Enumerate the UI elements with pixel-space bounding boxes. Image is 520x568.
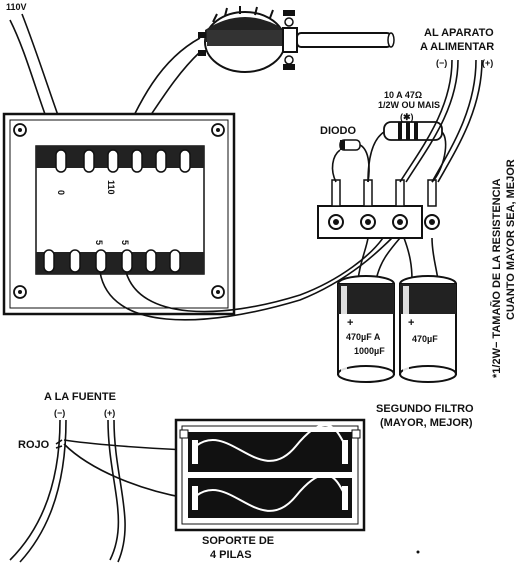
resistor-value-2: 1/2W OU MAIS [378, 100, 440, 110]
mains-voltage-label: 110V [6, 2, 27, 12]
cap1-value-1: 470µF A [346, 332, 381, 342]
source-neg: (−) [54, 408, 65, 418]
holder-label-2: 4 PILAS [210, 549, 252, 561]
battery-wires [9, 419, 187, 563]
tap-label-110: 110 [106, 180, 116, 195]
second-filter-2: (MAYOR, MEJOR) [380, 417, 473, 429]
cap1-plus: + [347, 317, 353, 329]
side-note-2: CUANTO MAYOR SEA, MEJOR [505, 159, 517, 320]
terminal-strip [317, 179, 440, 239]
source-pos: (+) [104, 408, 115, 418]
red-wire-label: ROJO [18, 439, 50, 451]
tap-label-5a: 5 [94, 240, 104, 245]
diode [331, 139, 370, 183]
capacitor-2 [399, 275, 457, 383]
tap-label-0: 0 [56, 190, 66, 195]
potentiometer [198, 6, 395, 73]
resistor [367, 121, 447, 183]
cap2-plus: + [408, 317, 414, 329]
transformer: 0 110 5 5 [2, 112, 236, 316]
cap1-value-2: 1000µF [354, 346, 385, 356]
holder-label-1: SOPORTE DE [202, 535, 274, 547]
stray-dot [416, 550, 420, 554]
output-neg: (−) [436, 58, 447, 68]
output-title-2: A ALIMENTAR [420, 41, 494, 53]
side-note-1: *1/2W− TAMAÑO DE LA RESISTENCIA [490, 178, 503, 378]
resistor-mark: (✱) [400, 112, 414, 122]
output-wires [399, 59, 483, 183]
source-title: A LA FUENTE [44, 391, 116, 403]
cap2-value: 470µF [412, 334, 438, 344]
resistor-value-1: 10 A 47Ω [384, 90, 422, 100]
output-pos: (+) [482, 58, 493, 68]
secondary-wires [99, 234, 396, 321]
output-title-1: AL APARATO [424, 27, 494, 39]
tap-label-5b: 5 [120, 240, 130, 245]
diode-label: DIODO [320, 125, 357, 137]
capacitor-1 [337, 275, 395, 383]
battery-holder [174, 418, 366, 532]
second-filter-1: SEGUNDO FILTRO [376, 403, 474, 415]
